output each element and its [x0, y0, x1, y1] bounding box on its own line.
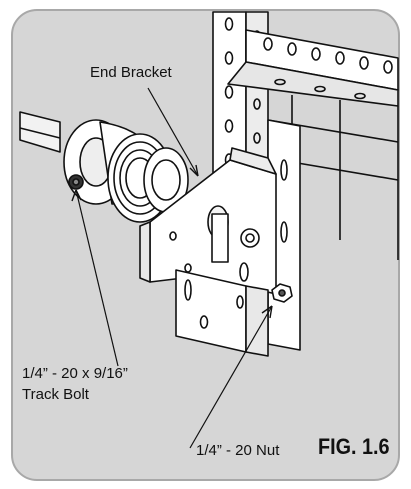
track-bolt-label: Track Bolt [22, 386, 89, 403]
leader-lines [71, 87, 273, 449]
track-nut [271, 283, 293, 303]
nut-label: 1/4” - 20 Nut [196, 442, 280, 459]
flag-bracket [175, 269, 269, 357]
horizontal-angle [227, 29, 399, 107]
end-bracket-label: End Bracket [90, 64, 172, 81]
torsion-shaft [19, 111, 61, 153]
figure-number: FIG. 1.6 [318, 434, 390, 459]
track-bolt-size-label: 1/4” - 20 x 9/16” [22, 365, 128, 382]
track-bolt-head [68, 174, 84, 190]
